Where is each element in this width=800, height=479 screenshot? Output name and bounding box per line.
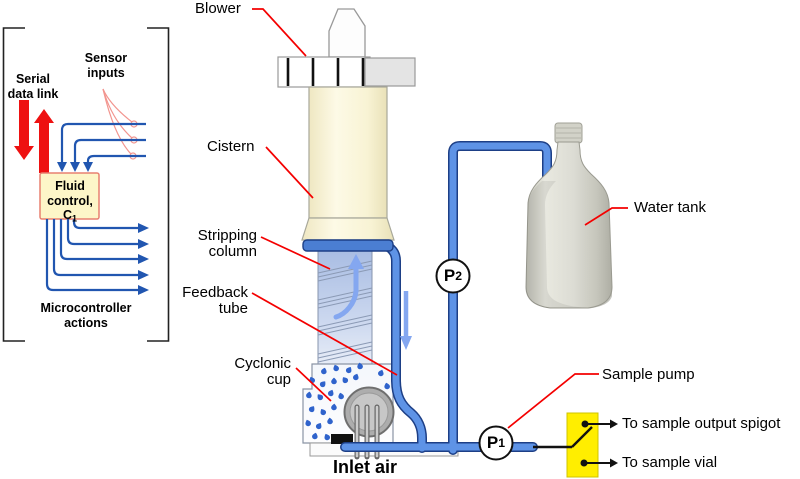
leader-water-tank [584,207,628,226]
serial-down-arrow [14,100,34,160]
blower-chimney [328,8,366,58]
feedback-tube-label: Feedback tube [182,284,248,317]
switch-output-arrows [584,419,618,468]
sensor-leader-lines [102,88,133,155]
cyclonic-cup-label: Cyclonic cup [234,355,291,388]
cistern-label: Cistern [207,138,255,155]
feedback-pipe [379,241,426,452]
leader-cyclonic-cup [295,367,332,402]
spiral-bands [317,260,373,363]
fluid-control-box [39,172,100,220]
microcontroller-action-wires [45,219,138,292]
sensor-input-wires [60,122,146,162]
blower-fins [286,58,365,86]
microcontroller-actions-label: Microcontroller actions [40,301,132,330]
serial-data-link-label: Serial data link [7,72,59,101]
fluid-control-label: Fluid control, C1 [47,179,93,224]
leader-stripping-column [260,236,331,270]
stripping-column-label: Stripping column [197,227,257,260]
blower-bar [277,56,371,88]
blower-housing [364,57,416,87]
serial-up-arrow [34,109,54,173]
microcontroller-action-arrowheads [138,223,149,295]
column-collar [302,239,394,252]
sensor-input-arrowheads [57,162,93,172]
cistern-skirt [301,217,395,241]
leader-sample-pump [507,373,599,429]
gauge-p1-circle [478,425,514,461]
sensor-inputs-label: Sensor inputs [84,51,128,80]
leader-feedback-tube [251,292,398,376]
bracket-right [147,27,170,342]
gauge-p2-circle [435,258,471,294]
bracket-left [2,27,25,342]
water-tank-label: Water tank [634,199,706,216]
cup-outlet-fitting [331,434,353,444]
water-tank-bottle [525,122,613,309]
blower-label: Blower [195,0,241,17]
upflow-arrow [333,254,364,320]
output-spigot-label: To sample output spigot [622,415,781,432]
sample-vial-label: To sample vial [622,454,718,471]
sample-pump-label: Sample pump [602,366,695,383]
bottle-shading [526,181,588,308]
downflow-arrow [400,291,412,350]
water-pipe [449,142,551,454]
switch-lever [571,426,593,448]
leader-blower [252,8,307,57]
leader-cistern [265,146,314,199]
cistern-body [308,86,388,219]
inlet-air-label: Inlet air [333,457,398,477]
